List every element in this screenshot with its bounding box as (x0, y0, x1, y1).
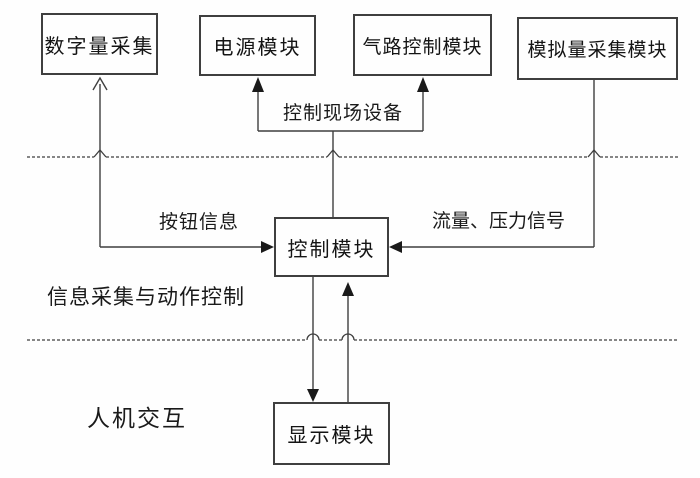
line-hop-icon (326, 149, 340, 158)
label-button-info: 按钮信息 (159, 211, 240, 233)
arrowhead-up-icon (342, 282, 354, 296)
connector-display-to-control (342, 282, 354, 402)
line-hop-icon (306, 333, 320, 341)
connector-control-to-display (307, 277, 319, 402)
box-control-module: 控制模块 (274, 217, 389, 277)
connector-control-field-devices (252, 77, 429, 217)
box-power-module: 电源模块 (199, 15, 316, 76)
separator-line-2 (27, 333, 678, 341)
arrowhead-right-icon (261, 241, 274, 253)
box-display-module-label: 显示模块 (287, 423, 376, 447)
arrowhead-up-icon (417, 77, 429, 92)
connector-flow-pressure (389, 80, 595, 253)
label-section-info-collection: 信息采集与动作控制 (47, 285, 245, 309)
box-digital-acquisition: 数字量采集 (41, 13, 158, 75)
separator-line-1 (27, 149, 678, 158)
box-digital-acquisition-label: 数字量采集 (44, 33, 155, 58)
box-display-module: 显示模块 (273, 402, 390, 465)
label-control-field-devices: 控制现场设备 (283, 102, 404, 124)
label-section-hmi: 人机交互 (87, 406, 187, 432)
arrowhead-up-icon (252, 77, 264, 92)
line-hop-icon (93, 149, 107, 158)
label-flow-pressure-signal: 流量、压力信号 (432, 210, 566, 232)
box-analog-acquisition-module-label: 模拟量采集模块 (527, 39, 668, 61)
connector-button-info (92, 76, 274, 253)
arrowhead-left-icon (389, 241, 402, 253)
arrowhead-down-icon (307, 389, 319, 402)
box-pneumatic-control-module: 气路控制模块 (353, 14, 492, 76)
box-pneumatic-control-module-label: 气路控制模块 (362, 35, 483, 58)
box-control-module-label: 控制模块 (287, 236, 376, 261)
line-hop-icon (341, 333, 355, 341)
open-arrowhead-up-icon (92, 76, 108, 91)
box-analog-acquisition-module: 模拟量采集模块 (517, 17, 678, 80)
line-hop-icon (587, 149, 601, 158)
box-power-module-label: 电源模块 (213, 35, 302, 59)
